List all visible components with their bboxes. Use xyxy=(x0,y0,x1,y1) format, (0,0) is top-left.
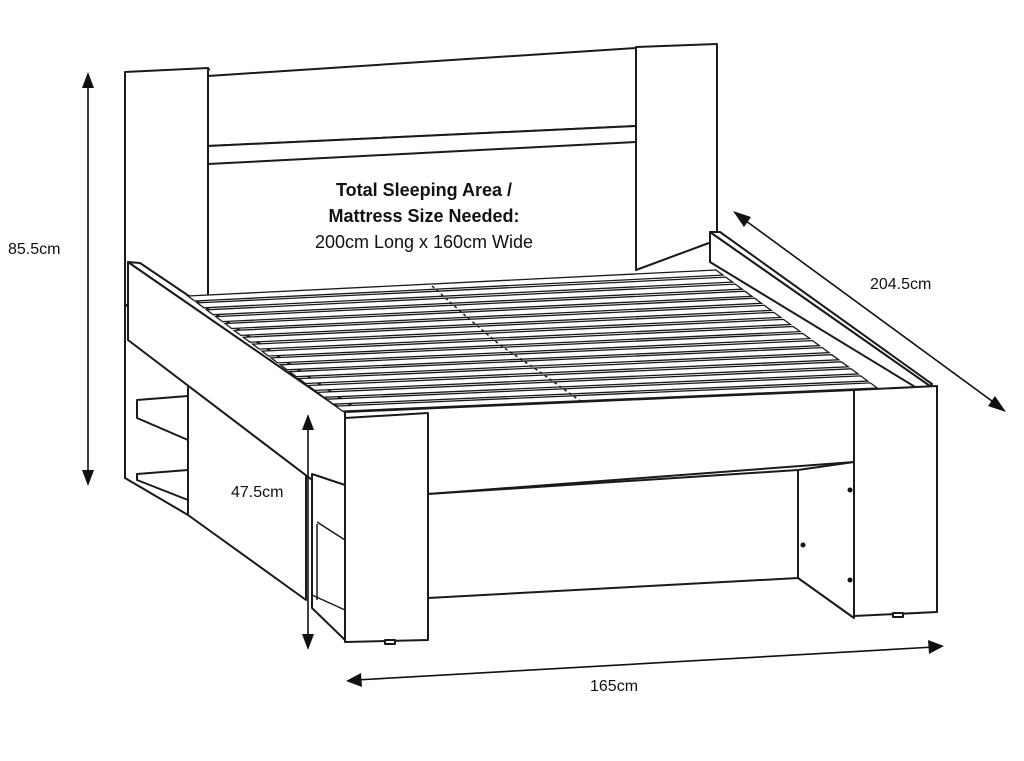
slat-base xyxy=(186,269,880,412)
right-side-rail-top xyxy=(709,231,933,387)
width-dimension: 165cm xyxy=(346,640,944,695)
side-height-label: 47.5cm xyxy=(231,484,283,501)
slat xyxy=(269,332,812,364)
height-dimension: 85.5cm xyxy=(8,72,94,486)
slat xyxy=(315,368,860,398)
slat xyxy=(287,346,831,378)
headboard-right-post xyxy=(635,43,718,271)
right-inner-panel xyxy=(797,461,855,619)
slat xyxy=(324,375,870,405)
slat xyxy=(241,311,783,343)
width-label: 165cm xyxy=(590,678,638,695)
footboard xyxy=(311,385,938,645)
slat xyxy=(232,304,774,337)
height-label: 85.5cm xyxy=(8,241,60,258)
slat xyxy=(306,361,851,392)
slat xyxy=(250,318,793,350)
slat xyxy=(186,269,725,302)
slat xyxy=(296,354,841,385)
title-line-1: Total Sleeping Area / xyxy=(336,180,512,200)
front-left-post xyxy=(344,412,429,643)
length-dimension: 204.5cm xyxy=(733,211,1006,412)
slat xyxy=(195,276,735,309)
headboard xyxy=(124,43,718,306)
length-label: 204.5cm xyxy=(870,276,931,293)
slat xyxy=(223,297,764,330)
center-rail xyxy=(431,285,591,409)
slat xyxy=(204,283,745,316)
slat xyxy=(260,325,802,357)
side-height-dimension: 47.5cm xyxy=(231,414,314,650)
slat xyxy=(213,290,754,323)
title-line-3: 200cm Long x 160cm Wide xyxy=(315,232,533,252)
slat xyxy=(278,339,822,371)
title-line-2: Mattress Size Needed: xyxy=(328,206,519,226)
front-right-post xyxy=(853,385,938,617)
